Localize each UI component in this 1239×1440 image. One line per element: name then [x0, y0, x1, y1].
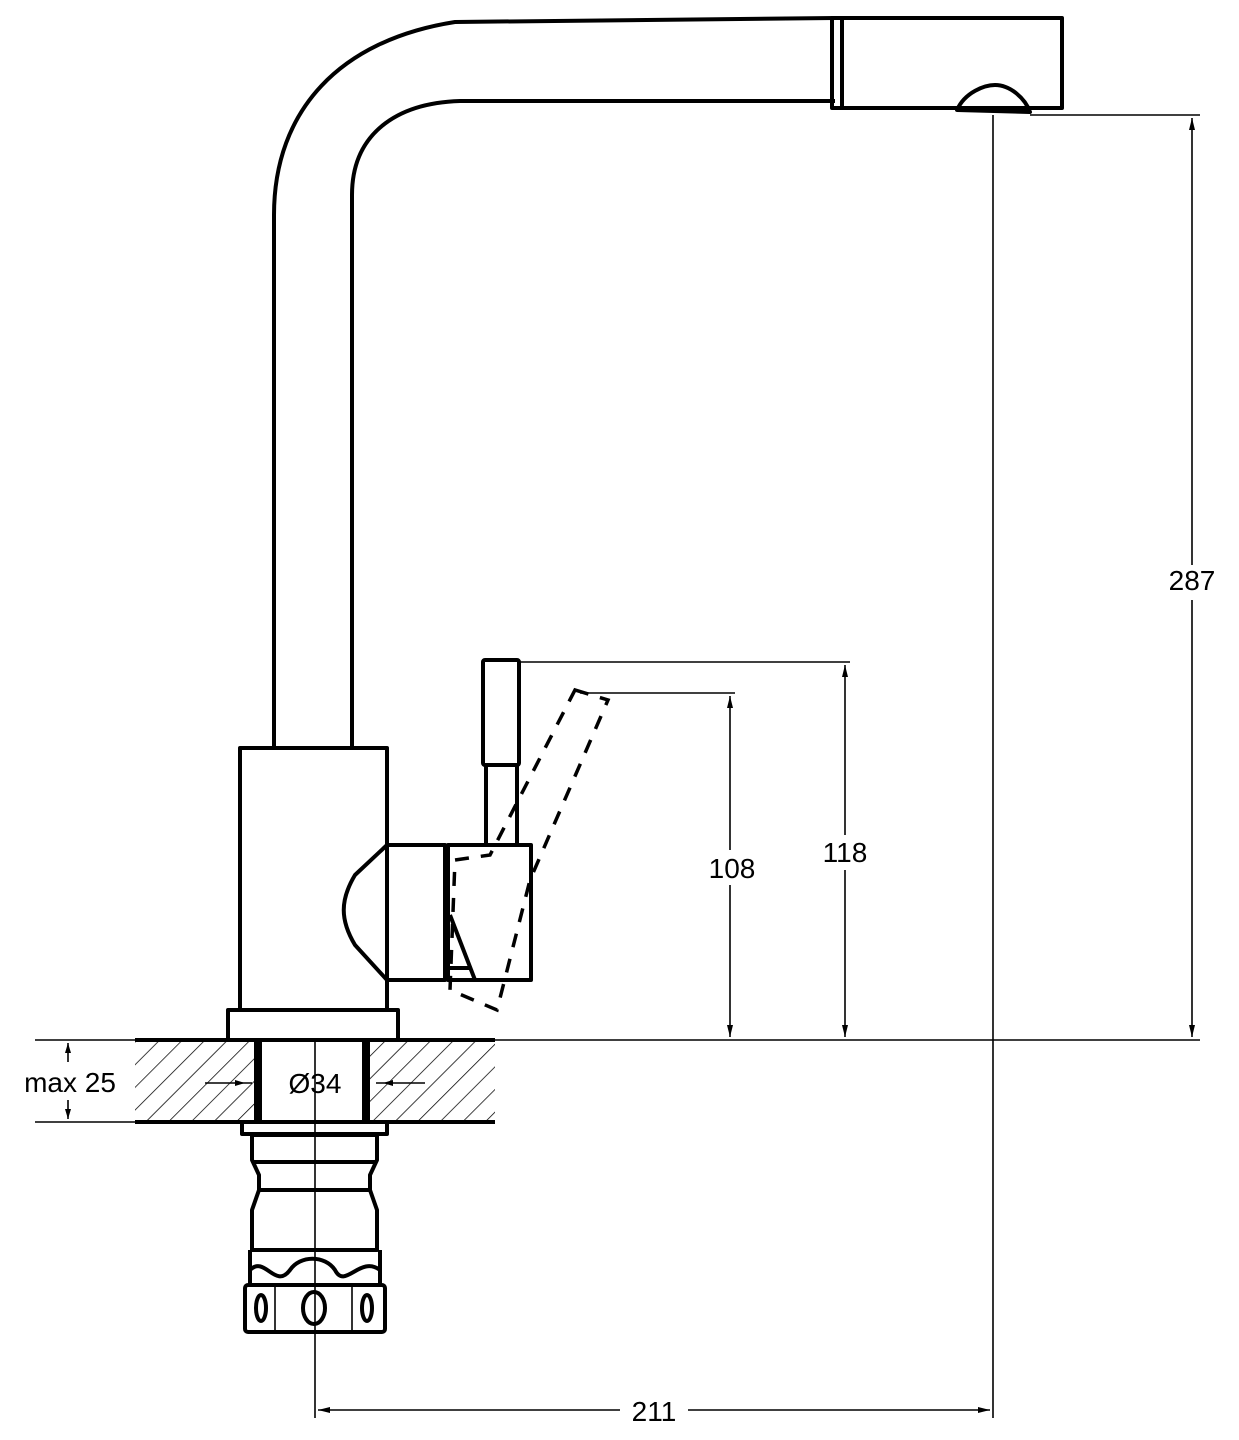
dim-lever-open-height: 108 [709, 853, 756, 884]
dim-countertop-thickness: max 25 [24, 1067, 116, 1098]
dim-spout-reach: 211 [632, 1396, 677, 1427]
dimension-lines [35, 114, 1200, 1418]
dim-spout-height: 287 [1169, 565, 1216, 596]
spout [272, 16, 1064, 748]
dim-lever-height: 118 [823, 837, 868, 868]
dim-hole-diameter: Ø34 [289, 1068, 342, 1099]
lever [448, 658, 611, 1013]
aerator-icon [955, 83, 1032, 114]
